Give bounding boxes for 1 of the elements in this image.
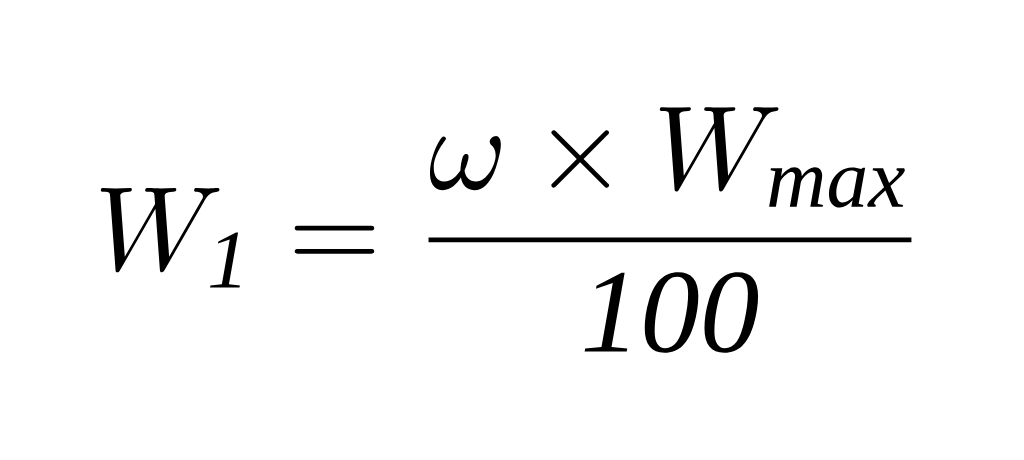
formula: $W_{\mathit{1}} = \frac{\omega \times W_{\mathit{max}}}{\mathit{100}}$ [100,107,912,353]
